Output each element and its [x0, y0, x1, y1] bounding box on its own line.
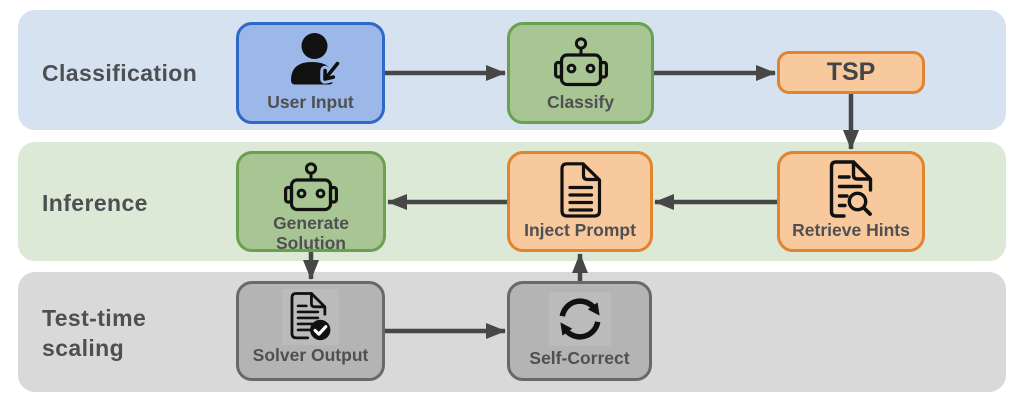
- lane-label-classification: Classification: [42, 60, 198, 86]
- node-label-solver-output: Solver Output: [252, 345, 369, 365]
- refresh-icon: [510, 284, 649, 348]
- node-label-classify: Classify: [546, 92, 615, 112]
- file-search-icon: [780, 154, 922, 220]
- node-retrieve-hints: Retrieve Hints: [777, 151, 925, 252]
- robot-icon: [510, 25, 651, 92]
- lane-label-inference: Inference: [42, 190, 148, 216]
- node-user-input: User Input: [236, 22, 385, 124]
- node-tsp: TSP: [777, 51, 925, 94]
- file-text-icon: [510, 154, 650, 220]
- node-label-tsp: TSP: [826, 58, 876, 86]
- node-inject-prompt: Inject Prompt: [507, 151, 653, 252]
- robot-icon: [239, 154, 383, 213]
- node-self-correct: Self-Correct: [507, 281, 652, 381]
- node-label-retrieve-hints: Retrieve Hints: [792, 220, 910, 240]
- node-label-inject-prompt: Inject Prompt: [524, 220, 636, 240]
- node-label-self-correct: Self-Correct: [529, 348, 630, 368]
- node-label-user-input: User Input: [267, 92, 354, 112]
- person-input-icon: [239, 25, 382, 92]
- file-check-icon: [239, 284, 382, 345]
- node-solver-output: Solver Output: [236, 281, 385, 381]
- lane-label-test-time-scaling: Test-time scaling: [42, 305, 147, 361]
- node-generate-solution: Generate Solution: [236, 151, 386, 253]
- node-classify: Classify: [507, 22, 654, 124]
- node-label-generate-solution: Generate Solution: [273, 213, 349, 253]
